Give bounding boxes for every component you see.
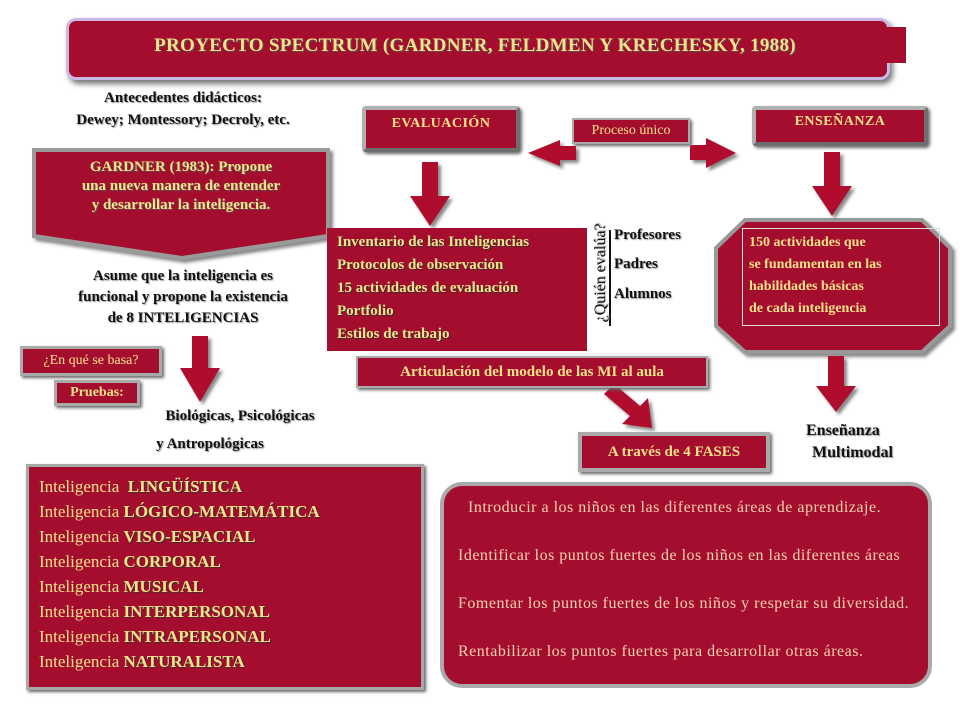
actividades-line: se fundamentan en las (749, 257, 882, 272)
en-que-se-basa-button[interactable]: ¿En qué se basa? (20, 346, 162, 376)
inteligencia-row: Inteligencia INTRAPERSONAL (39, 627, 271, 646)
inteligencia-row: Inteligencia LINGÜÍSTICA (39, 477, 243, 496)
arrow-down-multimodal (816, 356, 856, 412)
arrow-down-evaluacion (410, 162, 450, 226)
multimodal-line2: Multimodal (812, 444, 893, 461)
fase-item: Introducir a los niños en las diferentes… (468, 499, 882, 516)
actividades-box (742, 228, 940, 326)
antecedentes-line2: Dewey; Montessory; Decroly, etc. (76, 112, 290, 128)
asume-line3: de 8 INTELIGENCIAS (107, 310, 259, 326)
evaluador-profesores: Profesores (614, 227, 681, 243)
articulacion-label: Articulación del modelo de las MI al aul… (400, 363, 664, 380)
asume-line1: Asume que la inteligencia es (93, 268, 273, 284)
actividades-line: de cada inteligencia (749, 301, 867, 316)
fases-box: Introducir a los niños en las diferentes… (440, 482, 932, 688)
gardner-text: GARDNER (1983): Propone una nueva manera… (40, 158, 322, 215)
ensenanza-label: ENSEÑANZA (794, 114, 886, 129)
a-traves-label: A través de 4 FASES (607, 443, 741, 460)
inteligencia-row: Inteligencia MUSICAL (39, 577, 204, 596)
proceso-unico-label: Proceso único (591, 123, 671, 138)
fase-item: Identificar los puntos fuertes de los ni… (458, 547, 901, 564)
pruebas-label: Pruebas: (70, 385, 124, 400)
inteligencia-row: Inteligencia CORPORAL (39, 552, 221, 571)
asume-text: Asume que la inteligencia es funcional y… (30, 266, 336, 329)
en-que-se-basa-label: ¿En qué se basa? (43, 353, 139, 368)
inventario-item: 15 actividades de evaluación (337, 280, 519, 296)
inteligencia-row: Inteligencia NATURALISTA (39, 652, 245, 671)
fase-item: Fomentar los puntos fuertes de los niños… (458, 595, 910, 612)
biologicas-line1: Biológicas, Psicológicas (165, 408, 315, 424)
activities-octagon (714, 218, 952, 354)
inventario-item: Portfolio (337, 303, 394, 319)
actividades-text: 150 actividades que se fundamentan en la… (749, 232, 939, 320)
gardner-line1: GARDNER (1983): Propone (89, 159, 273, 175)
arrow-right-ensenanza (690, 138, 736, 168)
asume-line2: funcional y propone la existencia (78, 289, 288, 305)
page-title: PROYECTO SPECTRUM (GARDNER, FELDMEN Y KR… (154, 35, 796, 56)
a-traves-box[interactable]: A través de 4 FASES (578, 432, 770, 472)
inteligencia-row: Inteligencia INTERPERSONAL (39, 602, 270, 621)
biologicas-line2: y Antropológicas (156, 436, 264, 452)
inteligencia-row: Inteligencia LÓGICO-MATEMÁTICA (39, 502, 320, 521)
ensenanza-multimodal: Enseñanza Multimodal (806, 420, 893, 464)
inventario-item: Estilos de trabajo (337, 326, 450, 342)
actividades-line: habilidades básicas (749, 279, 864, 294)
proceso-unico-box[interactable]: Proceso único (572, 118, 690, 144)
inventario-item: Inventario de las Inteligencias (337, 234, 530, 250)
inteligencia-row: Inteligencia VISO-ESPACIAL (39, 527, 256, 546)
actividades-line: 150 actividades que (749, 235, 866, 250)
evaluador-alumnos: Alumnos (614, 286, 672, 302)
ensenanza-box[interactable]: ENSEÑANZA (752, 106, 928, 146)
gardner-pentagon (32, 148, 330, 261)
articulacion-box[interactable]: Articulación del modelo de las MI al aul… (356, 356, 708, 388)
gardner-line2: una nueva manera de entender (81, 178, 281, 194)
title-tab (884, 27, 906, 63)
arrow-down-left (180, 336, 220, 402)
arrow-diagonal-fases (604, 384, 652, 428)
inteligencias-box: Inteligencia LINGÜÍSTICA Inteligencia LÓ… (26, 464, 424, 690)
antecedentes-line1: Antecedentes didácticos: (104, 90, 262, 106)
multimodal-line1: Enseñanza (806, 422, 880, 439)
gardner-line3: y desarrollar la inteligencia. (91, 197, 271, 213)
inventario-item: Protocolos de observación (337, 257, 504, 273)
evaluacion-box[interactable]: EVALUACIÓN (362, 106, 520, 152)
pruebas-button[interactable]: Pruebas: (54, 380, 140, 406)
inventario-box: Inventario de las Inteligencias Protocol… (327, 228, 587, 351)
arrow-left-evaluacion (528, 140, 576, 166)
arrow-down-ensenanza (812, 152, 852, 216)
quien-evalua-label: ¿Quién evalúa? (592, 223, 609, 323)
title-banner (66, 18, 890, 80)
evaluador-padres: Padres (614, 256, 658, 272)
fase-item: Rentabilizar los puntos fuertes para des… (458, 643, 864, 660)
evaluacion-label: EVALUACIÓN (391, 116, 491, 131)
